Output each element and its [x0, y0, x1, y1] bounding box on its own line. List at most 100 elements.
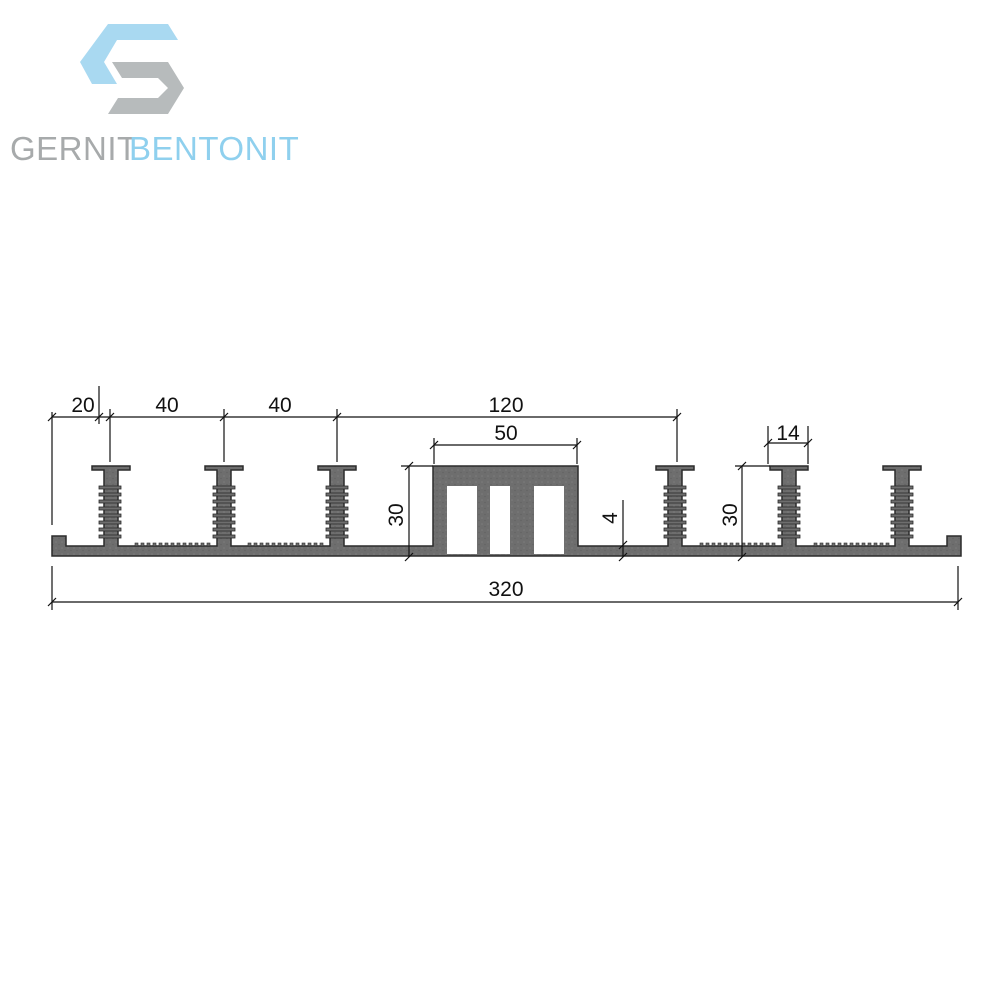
rib-serration	[777, 485, 801, 490]
base-serration	[200, 542, 205, 547]
logo-mark-icon	[80, 24, 184, 114]
rib-serration	[663, 520, 687, 525]
base-serration	[313, 542, 318, 547]
base-serration	[717, 542, 722, 547]
base-serration	[277, 542, 282, 547]
base-serration	[849, 542, 854, 547]
base-serration	[188, 542, 193, 547]
base-serration	[759, 542, 764, 547]
base-serration	[164, 542, 169, 547]
rib-serration	[212, 534, 236, 539]
base-serration	[771, 542, 776, 547]
rib-serration	[890, 485, 914, 490]
dim-label-14: 14	[776, 422, 800, 445]
base-serration	[176, 542, 181, 547]
rib-serration	[663, 499, 687, 504]
rib-serration	[212, 499, 236, 504]
base-serration	[283, 542, 288, 547]
base-serration	[873, 542, 878, 547]
rib-serration	[890, 527, 914, 532]
rib-serration	[212, 513, 236, 518]
base-serration	[259, 542, 264, 547]
base-serration	[307, 542, 312, 547]
dim-label-30-right: 30	[719, 503, 742, 526]
base-serration	[253, 542, 258, 547]
dimension-lines	[47, 386, 963, 610]
rib-serration	[663, 492, 687, 497]
rib-serration	[212, 492, 236, 497]
rib-serration	[777, 527, 801, 532]
base-serration	[152, 542, 157, 547]
dim-label-40-second: 40	[268, 394, 291, 417]
profile-cavity-left	[447, 486, 477, 554]
rib-serration	[890, 520, 914, 525]
dim-label-4: 4	[599, 512, 622, 524]
base-serration	[855, 542, 860, 547]
rib-serration	[98, 485, 122, 490]
rib-serration	[663, 485, 687, 490]
base-serration	[194, 542, 199, 547]
base-serration	[319, 542, 324, 547]
base-serration	[837, 542, 842, 547]
rib-serration	[890, 506, 914, 511]
rib-serration	[777, 499, 801, 504]
brand-word-bentonit: BENTONIT	[129, 130, 299, 167]
base-serration	[819, 542, 824, 547]
rib-serration	[325, 527, 349, 532]
rib-serration	[212, 527, 236, 532]
brand-word-gernit: GERNIT	[10, 130, 138, 167]
rib-serration	[212, 520, 236, 525]
base-serration	[825, 542, 830, 547]
base-serration	[885, 542, 890, 547]
rib-serration	[212, 485, 236, 490]
dimension-labels: 20 40 40 120 50 14 30 4 30 320	[71, 394, 800, 601]
logo-mark-top-icon	[80, 24, 178, 84]
rib-serration	[777, 534, 801, 539]
base-serration	[735, 542, 740, 547]
base-serration	[247, 542, 252, 547]
rib-serration	[325, 492, 349, 497]
base-serration	[867, 542, 872, 547]
base-serration	[711, 542, 716, 547]
base-serration	[753, 542, 758, 547]
rib-serration	[212, 506, 236, 511]
dim-label-30-left: 30	[385, 503, 408, 526]
dim-label-50: 50	[494, 422, 517, 445]
base-serration	[729, 542, 734, 547]
rib-serration	[890, 513, 914, 518]
base-serration	[831, 542, 836, 547]
rib-serration	[663, 513, 687, 518]
rib-serration	[98, 499, 122, 504]
dim-label-120: 120	[488, 394, 523, 417]
rib-serration	[890, 492, 914, 497]
base-serration	[301, 542, 306, 547]
company-logo: GERNIT BENTONIT	[10, 24, 299, 167]
rib-serration	[325, 534, 349, 539]
rib-serration	[325, 520, 349, 525]
dim-label-20: 20	[71, 394, 94, 417]
rib-serration	[98, 527, 122, 532]
dim-label-40-first: 40	[155, 394, 178, 417]
dim-label-320: 320	[488, 578, 523, 601]
rib-serration	[325, 506, 349, 511]
rib-serration	[98, 506, 122, 511]
base-serration	[705, 542, 710, 547]
rib-serration	[325, 499, 349, 504]
base-serration	[134, 542, 139, 547]
rib-serration	[890, 534, 914, 539]
rib-serration	[777, 520, 801, 525]
waterstop-profile	[51, 465, 962, 557]
base-serration	[843, 542, 848, 547]
anchor-ribs	[98, 485, 914, 539]
base-serration	[182, 542, 187, 547]
base-serration	[747, 542, 752, 547]
base-serration	[265, 542, 270, 547]
base-serration	[170, 542, 175, 547]
rib-serration	[325, 513, 349, 518]
rib-serration	[98, 492, 122, 497]
base-serration	[271, 542, 276, 547]
base-serration	[765, 542, 770, 547]
rib-serration	[98, 513, 122, 518]
base-serration	[879, 542, 884, 547]
